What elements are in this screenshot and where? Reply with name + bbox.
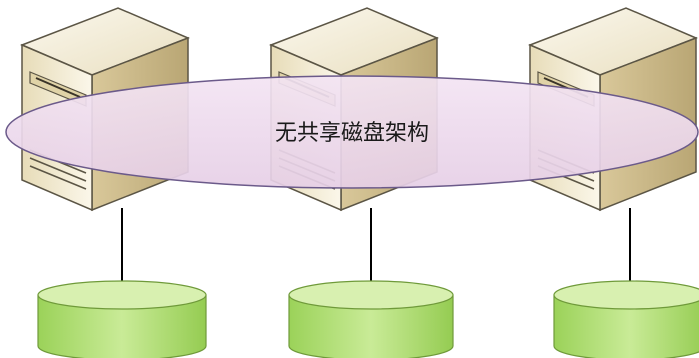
architecture-ellipse: 无共享磁盘架构: [5, 75, 699, 189]
disk-icon: [553, 280, 699, 358]
disk-icon: [288, 280, 454, 358]
disk-icon: [37, 280, 207, 358]
architecture-label: 无共享磁盘架构: [275, 121, 429, 146]
